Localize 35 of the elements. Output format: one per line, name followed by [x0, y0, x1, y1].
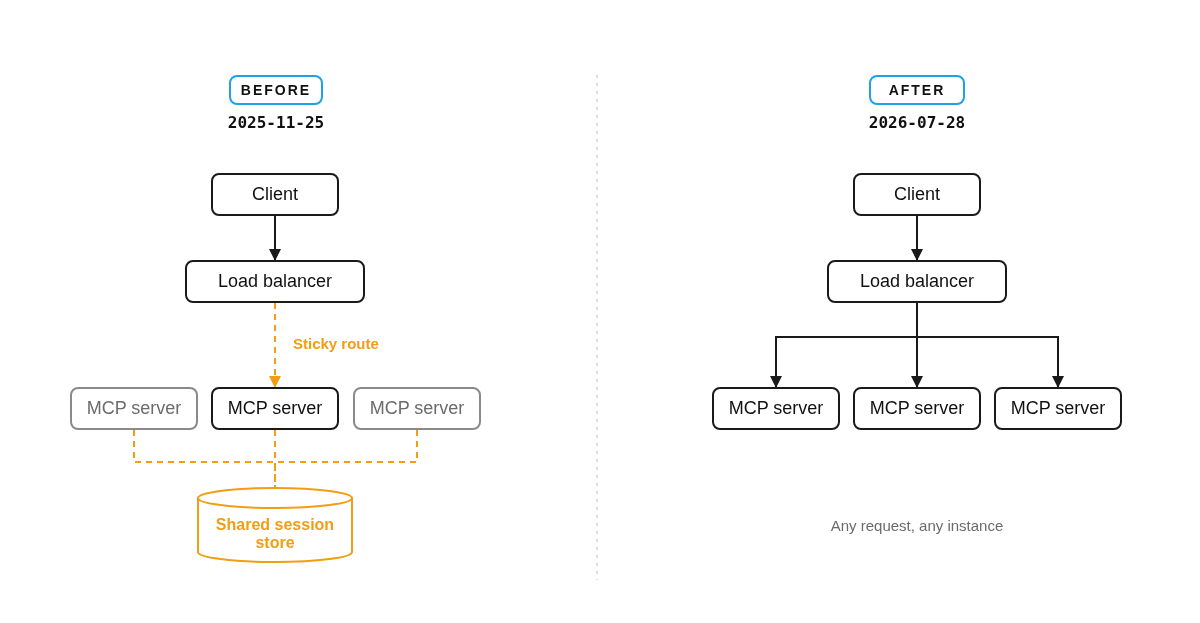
process-box — [712, 387, 840, 430]
node-label: MCP server — [85, 398, 183, 419]
node-label: Client — [893, 184, 941, 205]
node-label: MCP server — [226, 398, 324, 419]
caption-note: Any request, any instance — [830, 517, 1004, 534]
node-label: Shared session store — [214, 514, 336, 553]
connector-line — [274, 429, 276, 488]
node-label: Load balancer — [216, 271, 334, 292]
arrow — [269, 215, 281, 261]
node-label: MCP server — [368, 398, 466, 419]
process-box — [853, 173, 981, 216]
arrow — [916, 302, 1064, 388]
date-label: 2026-07-28 — [868, 113, 966, 132]
database-cylinder — [197, 487, 353, 563]
process-box — [827, 260, 1007, 303]
process-box — [853, 387, 981, 430]
node-label: MCP server — [868, 398, 966, 419]
inactive-server-box — [70, 387, 198, 430]
process-box — [185, 260, 365, 303]
connector-line — [274, 429, 418, 488]
arrow — [269, 302, 281, 388]
process-box — [994, 387, 1122, 430]
node-label: Load balancer — [858, 271, 976, 292]
stage-badge — [869, 75, 965, 105]
process-box — [211, 173, 339, 216]
node-label: Client — [251, 184, 299, 205]
node-label: BEFORE — [239, 81, 313, 99]
stage-badge — [229, 75, 323, 105]
arrow — [911, 215, 923, 261]
node-label: MCP server — [1009, 398, 1107, 419]
active-server-box — [211, 387, 339, 430]
node-label: AFTER — [887, 81, 947, 99]
inactive-server-box — [353, 387, 481, 430]
node-label: MCP server — [727, 398, 825, 419]
date-label: 2025-11-25 — [227, 113, 325, 132]
